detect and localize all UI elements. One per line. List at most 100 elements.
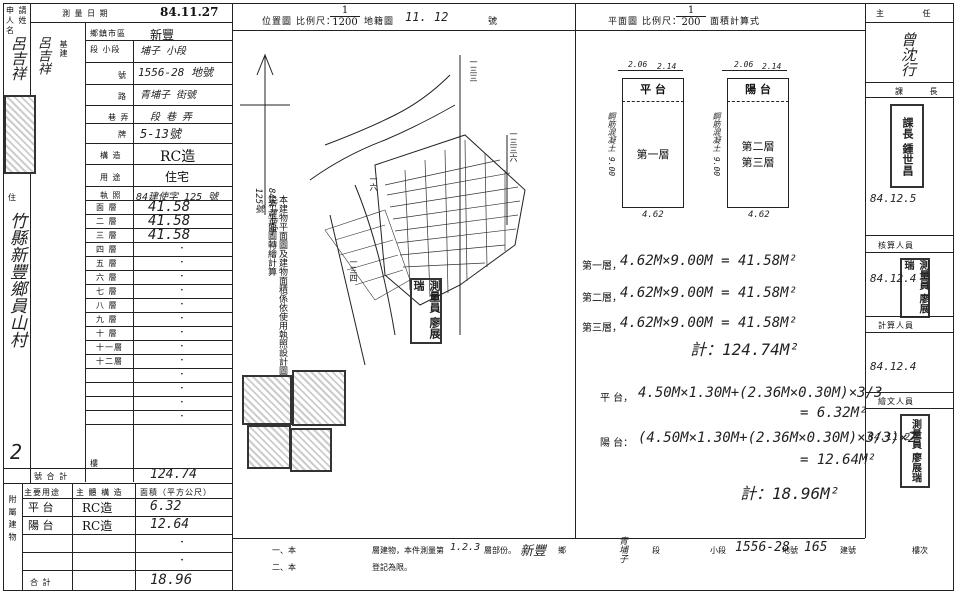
note1-floors: 1.2.3 <box>450 542 481 553</box>
note1-parcel: 1556-28 <box>735 540 790 555</box>
annex-struct: RC造 <box>82 519 113 533</box>
usage-label: 用 途 <box>100 173 122 182</box>
right-border <box>953 3 954 591</box>
floor-name: 七 層 <box>96 287 118 296</box>
calc-label: 第一層， <box>582 261 622 272</box>
section-label: 段 小段 <box>90 45 121 54</box>
floor-name: 四 層 <box>96 245 118 254</box>
date-2: 84.12.4 <box>870 272 917 285</box>
road-value: 青埔子 街號 <box>140 90 197 101</box>
total-label: 號 合 計 <box>34 472 69 481</box>
calc-formula: 4.62M×9.00M = 41.58M² <box>620 253 798 269</box>
floor-name: 九 層 <box>96 315 118 324</box>
parcel-label-2: 一三三六 <box>509 130 518 162</box>
area-calc-label: 面積計算式 <box>710 17 761 27</box>
floor-area: · <box>180 367 184 381</box>
office-seal-2 <box>292 370 346 426</box>
bottom-border <box>3 590 953 591</box>
floor-area: 41.58 <box>148 227 191 243</box>
right-side-label: 鋼筋混凝土 9.00 <box>712 112 721 177</box>
note1-parcel-label: 地號 <box>782 546 798 555</box>
floor-row-label: 樓 <box>90 459 99 468</box>
calc-formula: 4.62M×9.00M = 41.58M² <box>620 285 798 301</box>
floor-plan-header: 平面圖 <box>608 17 639 27</box>
calc-label: 第二層， <box>582 293 622 304</box>
handwritten-2: 2 <box>10 440 23 464</box>
survey-date-value: 84.11.27 <box>160 5 219 19</box>
usage-value: 住宅 <box>165 170 190 184</box>
survey-date-label: 測 量 日 期 <box>62 9 109 18</box>
applicant-sign: 呂吉祥 <box>35 36 50 75</box>
floor-plan-scale-num: 1 <box>687 5 695 16</box>
floor-name: 五 層 <box>96 259 118 268</box>
applicant-seal <box>4 95 36 174</box>
left-side-label: 鋼筋混凝土 9.00 <box>607 112 616 177</box>
note1-text2: 層部份。 <box>484 546 516 555</box>
address-value: 竹縣新豐鄉員山村 <box>6 212 26 348</box>
calc-label: 計算人員 <box>878 321 914 330</box>
calc-formula: = 6.32M² <box>800 405 868 421</box>
section-chief-label: 課 長 <box>895 87 950 96</box>
top-border <box>3 3 953 4</box>
floor-name: 十一層 <box>96 343 123 352</box>
note1-bldg-label: 建號 <box>840 546 856 555</box>
floor-area: 41.58 <box>148 199 191 215</box>
annex-area: · <box>180 553 185 568</box>
applicant-label: 申 請 人 姓 名 <box>6 6 28 35</box>
checker-label: 核算人員 <box>878 241 914 250</box>
floor-name: 十二層 <box>96 357 123 366</box>
floor-area: · <box>180 311 184 325</box>
supervisor-label: 主 任 <box>876 9 949 18</box>
location-scale-num: 1 <box>341 5 349 16</box>
annex-header-struct: 主 體 構 造 <box>76 488 123 497</box>
parcel-label-1: 一三三 <box>469 58 478 82</box>
upper-floors-label: 第二層 第三層 <box>741 139 775 169</box>
annex-area: 12.64 <box>150 517 190 532</box>
date-4: 84.11.27 <box>868 432 917 443</box>
note1-times: 樓次 <box>912 546 928 555</box>
location-scale-label: 比例尺： <box>296 17 337 27</box>
floor-area: · <box>180 241 184 255</box>
floor-plan-scale-label: 比例尺： <box>642 17 683 27</box>
office-seal-4 <box>290 428 332 472</box>
district-value: 新豐 <box>150 28 175 42</box>
note1-bldg: 165 <box>804 540 828 555</box>
annex-side-label: 附 屬 建 物 <box>8 495 17 542</box>
right-dim-1: 2.06 <box>734 60 754 69</box>
note1-town-suffix: 鄉 <box>558 546 566 555</box>
floor-area: · <box>180 381 184 395</box>
surveyor-stamp-map: 測量員 廖展瑞 <box>410 278 442 344</box>
calc-formula: 計：124.74M² <box>690 340 800 359</box>
office-seal-1 <box>242 375 292 425</box>
floor-name: 三 層 <box>96 231 118 240</box>
total-value: 124.74 <box>150 467 197 482</box>
calc-label: 平 台， <box>600 393 634 404</box>
annex-total-value: 18.96 <box>150 572 193 588</box>
right-width: 4.62 <box>748 210 770 220</box>
floor-name: 八 層 <box>96 301 118 310</box>
map-label: 地籍圖 <box>364 17 395 27</box>
drafter-label: 繪文人員 <box>878 397 914 406</box>
supervisor-name: 曾沈行 <box>899 32 917 77</box>
license-note: 84新建使字125號 <box>253 188 276 235</box>
lane-value: 段 巷 弄 <box>150 112 193 123</box>
floor-area: · <box>180 409 184 423</box>
floor-plan-scale-den: 200 <box>676 16 706 28</box>
base-label: 基建 <box>59 40 68 58</box>
floor-area: · <box>180 325 184 339</box>
number-label: 號 <box>118 71 127 80</box>
note1-town: 新豐 <box>520 544 547 559</box>
left-form-border <box>3 3 4 591</box>
map-suffix: 號 <box>488 17 499 27</box>
floor-area: · <box>180 283 184 297</box>
parcel-label-3: 一六 <box>369 175 378 191</box>
license-label: 執 照 <box>100 191 122 200</box>
annex-header-area: 面積（平方公尺） <box>140 488 212 497</box>
note1-text: 層建物，本件測量第 <box>372 546 444 555</box>
floor-area: · <box>180 353 184 367</box>
floor-name: 六 層 <box>96 273 118 282</box>
section-chief-stamp: 課長 鍾世昌 <box>890 104 924 188</box>
floor-name: 面 層 <box>96 203 118 212</box>
right-dim-2: 2.14 <box>762 62 782 71</box>
annex-struct: RC造 <box>82 501 113 515</box>
